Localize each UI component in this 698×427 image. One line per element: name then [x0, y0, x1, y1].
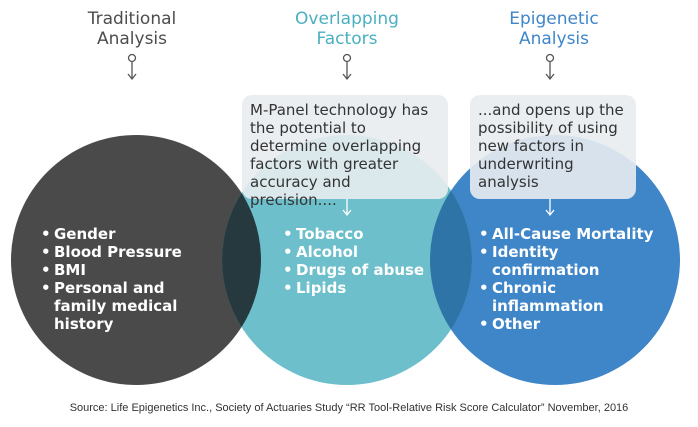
heading-connector-traditional — [127, 53, 137, 81]
callout-arrow-mpanel — [342, 199, 352, 217]
list-item: Personal and family medical history — [41, 279, 221, 333]
callout-mpanel: M-Panel technology has the potential to … — [242, 95, 448, 209]
list-item: Other — [479, 315, 669, 333]
heading-epigenetic-line1: Epigenetic — [509, 9, 599, 29]
list-item: Alcohol — [283, 243, 433, 261]
overlapping-factors-list: Tobacco Alcohol Drugs of abuse Lipids — [283, 225, 433, 297]
heading-connector-overlapping — [342, 53, 352, 81]
epigenetic-factors-list: All-Cause Mortality Identity confirmatio… — [479, 225, 669, 333]
list-item: Lipids — [283, 279, 433, 297]
list-item: Gender — [41, 225, 221, 243]
heading-traditional-analysis: Traditional Analysis — [42, 9, 222, 49]
list-item: Tobacco — [283, 225, 433, 243]
list-item: Drugs of abuse — [283, 261, 433, 279]
source-caption: Source: Life Epigenetics Inc., Society o… — [69, 402, 629, 414]
list-item: Chronic inflammation — [479, 279, 669, 315]
heading-overlapping-line2: Factors — [316, 29, 378, 49]
list-item: BMI — [41, 261, 221, 279]
heading-overlapping-factors: Overlapping Factors — [257, 9, 437, 49]
heading-traditional-line2: Analysis — [96, 29, 168, 49]
heading-epigenetic-analysis: Epigenetic Analysis — [464, 9, 644, 49]
traditional-factors-list: Gender Blood Pressure BMI Personal and f… — [41, 225, 221, 333]
heading-overlapping-line1: Overlapping — [295, 9, 399, 29]
list-item: Identity confirmation — [479, 243, 669, 279]
list-item: All-Cause Mortality — [479, 225, 669, 243]
list-item: Blood Pressure — [41, 243, 221, 261]
heading-epigenetic-line2: Analysis — [518, 29, 590, 49]
heading-traditional-line1: Traditional — [87, 9, 177, 29]
callout-opens: ...and opens up the possibility of using… — [470, 95, 636, 199]
callout-arrow-opens — [545, 199, 555, 217]
heading-connector-epigenetic — [545, 53, 555, 81]
